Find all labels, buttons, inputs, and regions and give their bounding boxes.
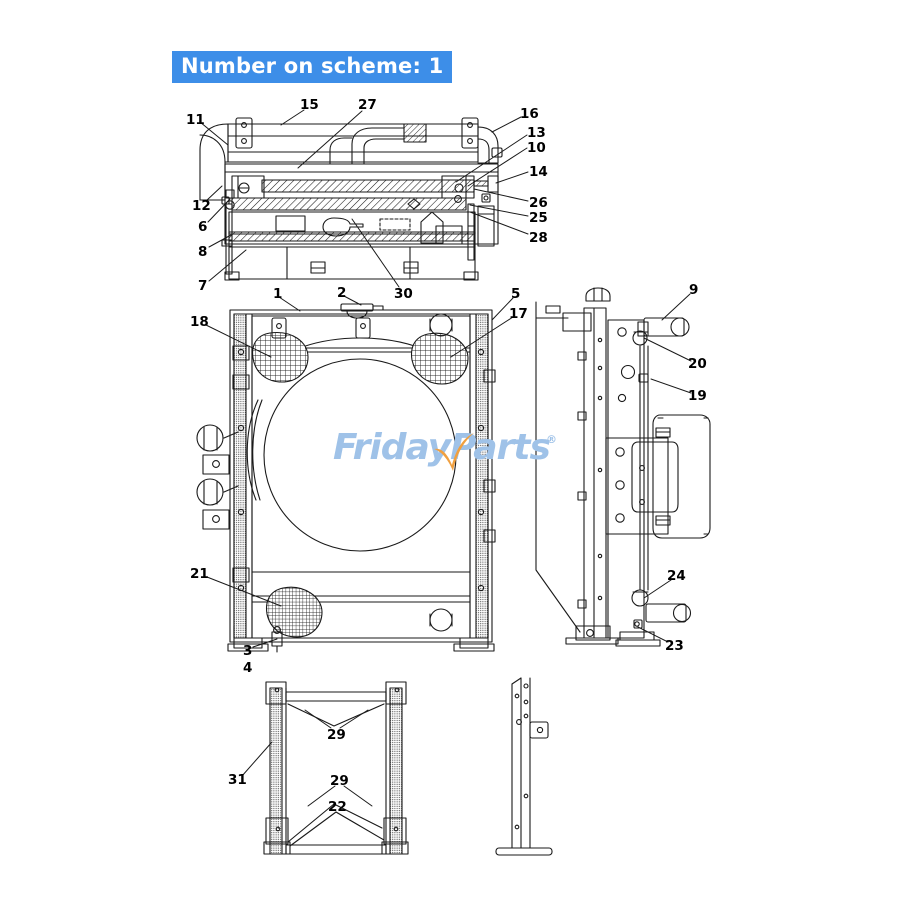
callout-3: 3 (243, 643, 252, 659)
callout-31: 31 (228, 772, 247, 788)
callout-1: 1 (273, 286, 282, 302)
callout-26: 26 (529, 195, 548, 211)
callout-4: 4 (243, 660, 252, 676)
top-assembly-section-view (199, 117, 503, 281)
callout-17: 17 (509, 306, 528, 322)
callout-12: 12 (192, 198, 211, 214)
callout-23: 23 (665, 638, 684, 654)
callout-21: 21 (190, 566, 209, 582)
callout-29-upper: 29 (327, 727, 346, 743)
callout-2: 2 (337, 285, 346, 301)
callout-11: 11 (186, 112, 205, 128)
callout-15: 15 (300, 97, 319, 113)
callout-29-lower: 29 (330, 773, 349, 789)
callout-9: 9 (689, 282, 698, 298)
lower-frame-view (263, 681, 409, 855)
scheme-number-banner: Number on scheme: 1 (172, 51, 453, 83)
callout-19: 19 (688, 388, 707, 404)
callout-22: 22 (328, 799, 347, 815)
radiator-front-view (196, 303, 496, 653)
callout-7: 7 (198, 278, 207, 294)
side-post-view (495, 677, 553, 856)
callout-25: 25 (529, 210, 548, 226)
callout-24: 24 (667, 568, 686, 584)
callout-30: 30 (394, 286, 413, 302)
callout-14: 14 (529, 164, 548, 180)
callout-5: 5 (511, 286, 520, 302)
callout-13: 13 (527, 125, 546, 141)
callout-leader-lines (199, 109, 692, 827)
callout-numbers: 11 15 27 16 13 10 14 12 26 25 6 28 8 7 3… (186, 97, 707, 815)
callout-27: 27 (358, 97, 377, 113)
callout-16: 16 (520, 106, 539, 122)
callout-18: 18 (190, 314, 209, 330)
radiator-side-view (535, 287, 711, 647)
callout-6: 6 (198, 219, 207, 235)
callout-28: 28 (529, 230, 548, 246)
callout-20: 20 (688, 356, 707, 372)
callout-8: 8 (198, 244, 207, 260)
callout-10: 10 (527, 140, 546, 156)
